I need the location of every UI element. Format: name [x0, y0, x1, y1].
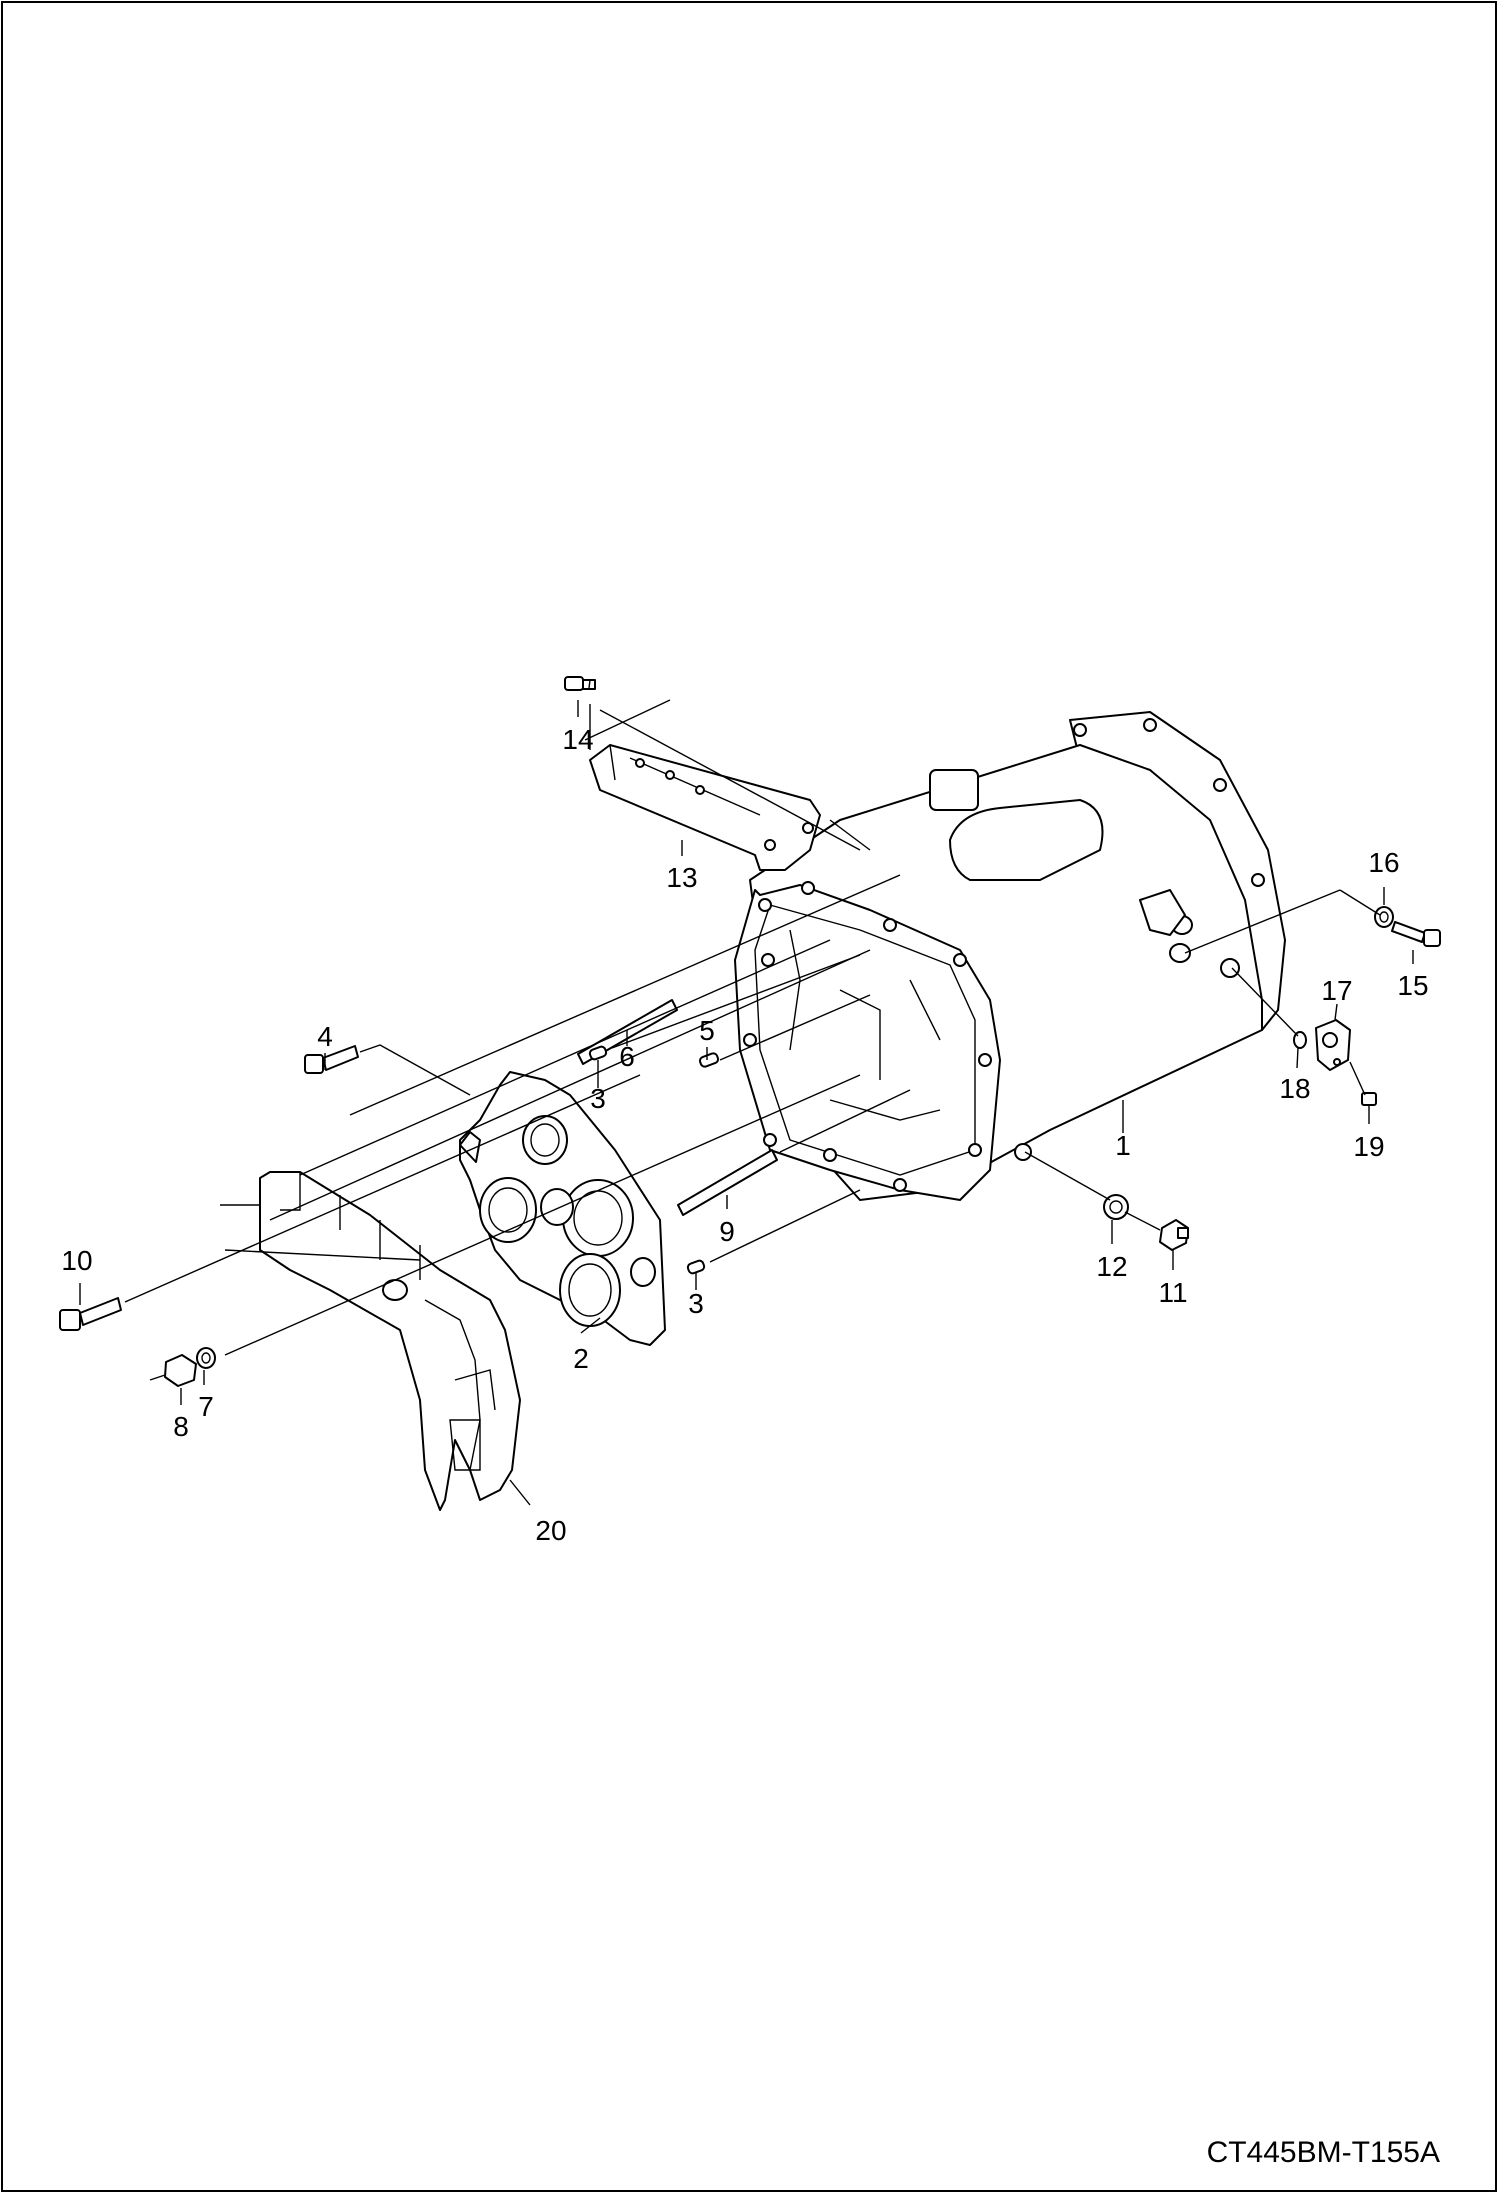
callout-4: 4 — [317, 1021, 333, 1052]
callout-20: 20 — [535, 1515, 566, 1546]
callout-15: 15 — [1397, 970, 1428, 1001]
part-8-nut — [164, 1354, 197, 1387]
callout-17: 17 — [1321, 975, 1352, 1006]
part-1-transmission-housing — [734, 711, 1286, 1201]
part-15-bolt — [1391, 921, 1441, 947]
callout-6: 6 — [619, 1041, 635, 1072]
drawing-code: CT445BM-T155A — [1207, 2136, 1440, 2169]
part-3-pin-lower — [686, 1259, 706, 1275]
part-11-plug — [1159, 1219, 1189, 1251]
callout-labels: 1 2 3 3 4 5 6 7 8 9 10 11 12 13 14 15 16… — [61, 724, 1428, 1546]
callout-1: 1 — [1115, 1130, 1131, 1161]
callout-12: 12 — [1096, 1251, 1127, 1282]
part-5-pin — [698, 1052, 720, 1068]
assembly-reference-lines — [124, 679, 1381, 1381]
callout-10: 10 — [61, 1245, 92, 1276]
part-12-washer — [1103, 1194, 1129, 1220]
callout-19: 19 — [1353, 1131, 1384, 1162]
leader-lines — [79, 700, 1414, 1506]
part-18-ring — [1293, 1031, 1307, 1049]
callout-11: 11 — [1158, 1277, 1187, 1308]
part-14-bolt — [564, 676, 596, 691]
callout-3-upper: 3 — [590, 1083, 606, 1114]
callout-14: 14 — [562, 724, 593, 755]
part-9-stud — [677, 1149, 778, 1216]
callout-5: 5 — [699, 1015, 715, 1046]
part-13-bracket — [589, 744, 821, 871]
part-17-plate — [1315, 1019, 1351, 1071]
callout-3-lower: 3 — [688, 1288, 704, 1319]
part-19-screw — [1361, 1092, 1377, 1106]
part-20-mating-case — [259, 1171, 521, 1511]
callout-2: 2 — [573, 1343, 589, 1374]
part-2-front-plate — [459, 1071, 666, 1346]
callout-9: 9 — [719, 1216, 735, 1247]
callout-13: 13 — [666, 862, 697, 893]
part-10-bolt — [59, 1297, 122, 1331]
part-3-pin-upper — [588, 1045, 608, 1061]
callout-8: 8 — [173, 1411, 189, 1442]
callout-7: 7 — [198, 1391, 214, 1422]
callout-18: 18 — [1279, 1073, 1310, 1104]
callout-16: 16 — [1368, 847, 1399, 878]
part-16-washer — [1374, 906, 1394, 928]
part-4-bolt — [304, 1045, 359, 1074]
part-7-washer — [196, 1347, 216, 1369]
